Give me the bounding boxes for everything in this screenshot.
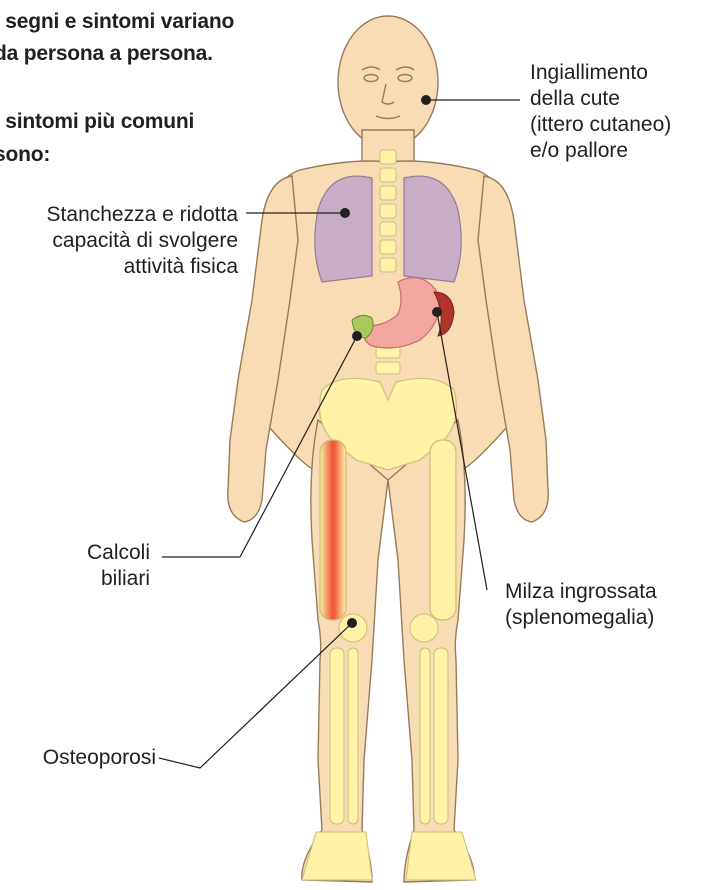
label-gallstones-line-1: Calcoli bbox=[87, 540, 150, 566]
label-fatigue-line-1: Stanchezza e ridotta bbox=[47, 202, 238, 228]
label-spleen-line-1: Milza ingrossata bbox=[505, 579, 657, 605]
label-jaundice-line-1: Ingiallimento bbox=[530, 60, 671, 86]
label-jaundice-line-4: e/o pallore bbox=[530, 138, 671, 164]
label-spleen: Milza ingrossata (splenomegalia) bbox=[505, 579, 657, 631]
label-fatigue-line-3: attività fisica bbox=[47, 254, 238, 280]
marker-spleen bbox=[432, 307, 442, 317]
marker-gallstones bbox=[352, 331, 362, 341]
label-fatigue-line-2: capacità di svolgere bbox=[47, 228, 238, 254]
label-gallstones: Calcoli biliari bbox=[87, 540, 150, 592]
lower-leg-bones bbox=[330, 648, 448, 824]
label-jaundice-line-2: della cute bbox=[530, 86, 671, 112]
label-osteoporosis: Osteoporosi bbox=[43, 745, 156, 771]
marker-osteoporosis bbox=[347, 618, 357, 628]
label-jaundice: Ingiallimento della cute (ittero cutaneo… bbox=[530, 60, 671, 164]
left-femur bbox=[320, 440, 346, 620]
label-fatigue: Stanchezza e ridotta capacità di svolger… bbox=[47, 202, 238, 280]
right-knee bbox=[410, 614, 438, 642]
label-spleen-line-2: (splenomegalia) bbox=[505, 605, 657, 631]
label-osteoporosis-line-1: Osteoporosi bbox=[43, 745, 156, 771]
label-gallstones-line-2: biliari bbox=[87, 566, 150, 592]
label-jaundice-line-3: (ittero cutaneo) bbox=[530, 112, 671, 138]
marker-fatigue bbox=[340, 208, 350, 218]
feet bbox=[302, 832, 476, 880]
right-femur bbox=[430, 440, 456, 620]
marker-jaundice bbox=[421, 95, 431, 105]
